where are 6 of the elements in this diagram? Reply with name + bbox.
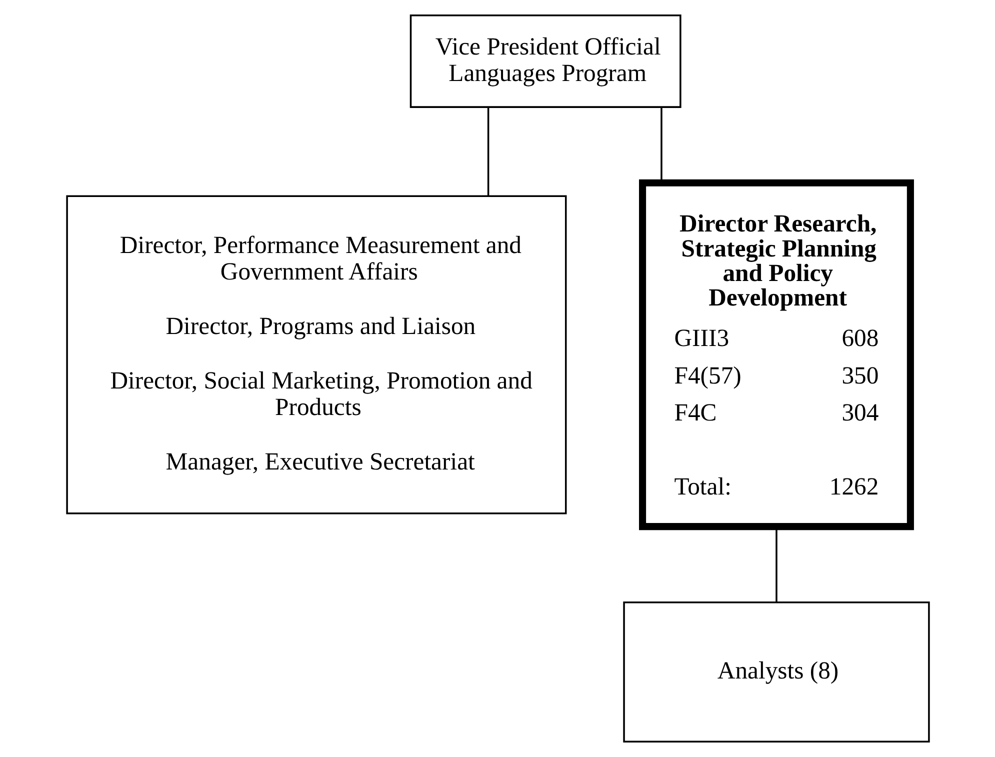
node-box: Analysts (8) bbox=[622, 601, 930, 742]
node-box: Director, Performance Measurement and Government Affairs Director, Programs and Liaison Director, Social Marketing, Promotion and Products Manager, Executive Secretariat bbox=[66, 195, 566, 514]
connector bbox=[660, 107, 662, 182]
node-box: Vice President Official Languages Program bbox=[409, 14, 681, 108]
connector bbox=[486, 107, 489, 196]
node-box: Director Research, Strategic Planning and Policy Development GIII3 608 F4(57) 350 F4C 304 Total: 1262 bbox=[638, 179, 914, 530]
